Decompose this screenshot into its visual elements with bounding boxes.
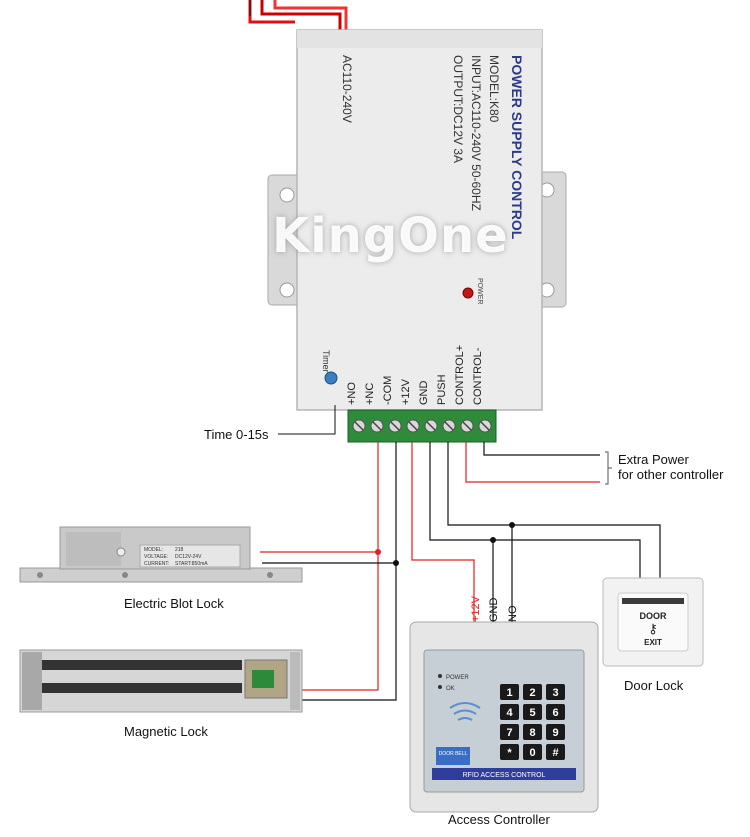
terminal-label: +12V [400, 378, 412, 405]
keypad-key[interactable] [500, 684, 519, 700]
keypad-key-label: # [552, 747, 558, 759]
wire-label-gnd: GND [488, 598, 500, 623]
ac-bottom-label: RFID ACCESS CONTROL [463, 772, 546, 779]
access-controller: POWER OK DOOR BELL RFID ACCESS CONTROL 1… [409, 621, 599, 813]
terminal-label: PUSH [436, 374, 448, 405]
keypad-key[interactable] [546, 724, 565, 740]
power-led [462, 287, 474, 299]
keypad-key[interactable] [523, 724, 542, 740]
svg-text:⚷: ⚷ [648, 621, 658, 636]
bolt-voltage-val: DC12V-24V [175, 554, 202, 560]
ps-title: POWER SUPPLY CONTROL [509, 55, 525, 240]
keypad-key-label: 4 [506, 707, 513, 719]
wire-label-12v: +12V [470, 595, 482, 622]
keypad-key-label: 2 [529, 687, 535, 699]
extra-power-label-2: for other controller [618, 467, 724, 482]
ps-timer-label: Timer [321, 350, 331, 373]
electric-bolt-lock-label: Electric Blot Lock [124, 596, 224, 611]
magnetic-lock [19, 649, 303, 713]
electric-bolt-lock: MODEL: 218 VOLTAGE: DC12V-24V CURRENT: S… [19, 526, 303, 583]
keypad-key[interactable] [500, 704, 519, 720]
ps-input: INPUT:AC110-240V 50-60HZ [469, 55, 483, 211]
keypad-key-label: 6 [552, 707, 558, 719]
watermark: KingOne [272, 208, 509, 264]
ac-wire-1 [248, 0, 295, 24]
bolt-model: MODEL: [144, 547, 163, 553]
bolt-current: CURRENT: [144, 561, 169, 567]
terminal-label: +NO [346, 382, 358, 405]
access-controller-label: Access Controller [448, 812, 550, 827]
time-label: Time 0-15s [204, 427, 269, 442]
bolt-voltage: VOLTAGE: [144, 554, 168, 560]
door-lock-label: Door Lock [624, 678, 684, 693]
wire-label-no: NO [507, 605, 519, 622]
keypad-key-label: 3 [552, 687, 558, 699]
keypad-key[interactable] [546, 704, 565, 720]
magnetic-lock-label: Magnetic Lock [124, 724, 208, 739]
ps-power-led-label: POWER [476, 278, 483, 304]
keypad-key[interactable] [500, 724, 519, 740]
timer-knob [324, 371, 338, 385]
keypad-key-label: 5 [529, 707, 535, 719]
keypad-key[interactable] [523, 704, 542, 720]
terminal-block [347, 409, 497, 443]
keypad-key[interactable] [523, 744, 542, 760]
ac-doorbell: DOOR BELL [439, 751, 468, 757]
ps-ac-label: AC110-240V [340, 55, 354, 123]
ps-output: OUTPUT:DC12V 3A [451, 55, 465, 163]
keypad-key-label: 9 [552, 727, 558, 739]
terminal-label: CONTROL- [472, 347, 484, 405]
keypad-key[interactable] [500, 744, 519, 760]
keypad-key-label: 1 [506, 687, 512, 699]
ac-wire-2 [260, 0, 342, 40]
keypad-key-label: 8 [529, 727, 535, 739]
ac-ok-led-label: OK [446, 686, 455, 692]
terminal-label: +NC [364, 383, 376, 405]
terminal-label: -COM [382, 376, 394, 405]
keypad-key-label: * [507, 747, 512, 759]
keypad-key[interactable] [546, 744, 565, 760]
power-supply-label-block: POWER SUPPLY CONTROL MODEL:K80 INPUT:AC1… [451, 55, 525, 240]
keypad-key-label: 7 [506, 727, 512, 739]
exit-door-text: DOOR [640, 611, 668, 621]
bolt-current-val: START:850mA [175, 561, 208, 567]
ac-wire-3 [273, 0, 348, 40]
power-supply-box [296, 29, 543, 411]
exit-exit-text: EXIT [644, 638, 662, 647]
keypad-key[interactable] [523, 684, 542, 700]
door-exit-button: DOOR ⚷ EXIT [602, 577, 704, 667]
bolt-model-val: 218 [175, 547, 184, 553]
extra-power-label-1: Extra Power [618, 452, 689, 467]
ac-power-led-label: POWER [446, 675, 469, 681]
keypad-key-label: 0 [529, 747, 535, 759]
terminal-label: GND [418, 381, 430, 406]
keypad-key[interactable] [546, 684, 565, 700]
ps-model: MODEL:K80 [487, 55, 501, 123]
terminal-label: CONTROL+ [454, 345, 466, 405]
